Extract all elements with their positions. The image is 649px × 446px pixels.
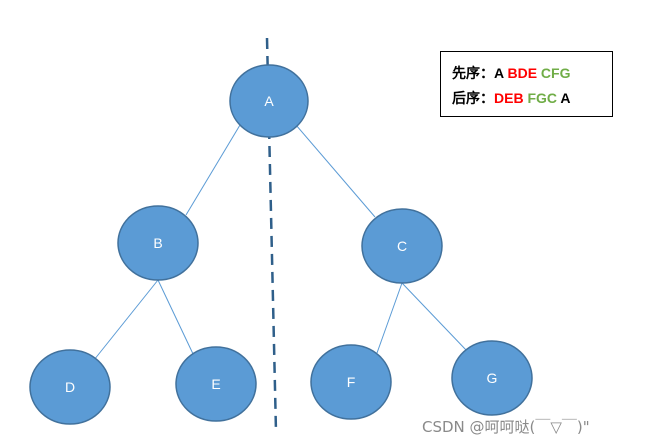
node-a-label: A bbox=[264, 93, 274, 109]
edge-c-f bbox=[376, 282, 403, 354]
node-a-circle bbox=[229, 64, 309, 138]
preorder-label: 先序： bbox=[452, 66, 494, 82]
preorder-row: 先序：A BDE CFG bbox=[452, 61, 612, 86]
postorder-row: 后序：DEB FGC A bbox=[452, 86, 612, 111]
watermark-text: CSDN @呵呵哒(￣▽￣)" bbox=[422, 418, 590, 436]
node-g-circle bbox=[451, 340, 533, 416]
node-c: C bbox=[361, 208, 443, 284]
node-d-label: D bbox=[65, 379, 75, 395]
preorder-part-2: CFG bbox=[537, 65, 571, 81]
postorder-sequence: DEB FGC A bbox=[494, 90, 571, 106]
tree-nodes: A B C D E F G bbox=[29, 64, 533, 425]
node-f: F bbox=[310, 344, 392, 420]
divider-dashed-line bbox=[265, 37, 278, 433]
node-c-label: C bbox=[397, 238, 407, 254]
node-g-label: G bbox=[487, 370, 498, 386]
edge-b-d bbox=[93, 279, 159, 361]
tree-edges bbox=[93, 124, 468, 361]
node-g: G bbox=[451, 340, 533, 416]
node-b: B bbox=[117, 205, 199, 281]
preorder-part-0: A bbox=[494, 65, 504, 81]
edge-c-g bbox=[401, 282, 468, 352]
postorder-part-1: FGC bbox=[523, 90, 558, 106]
edge-b-e bbox=[157, 279, 195, 357]
node-d-circle bbox=[29, 349, 111, 425]
postorder-part-2: A bbox=[557, 90, 571, 106]
traversal-legend: 先序：A BDE CFG 后序：DEB FGC A bbox=[440, 51, 613, 117]
node-d: D bbox=[29, 349, 111, 425]
node-e-circle bbox=[175, 346, 257, 422]
preorder-sequence: A BDE CFG bbox=[494, 65, 571, 81]
node-b-circle bbox=[117, 205, 199, 281]
postorder-part-0: DEB bbox=[494, 90, 524, 106]
node-b-label: B bbox=[153, 235, 162, 251]
postorder-label: 后序： bbox=[452, 91, 494, 107]
preorder-part-1: BDE bbox=[503, 65, 538, 81]
edge-a-b bbox=[185, 124, 241, 216]
node-a: A bbox=[229, 64, 309, 138]
node-f-circle bbox=[310, 344, 392, 420]
node-e-label: E bbox=[211, 376, 220, 392]
node-c-circle bbox=[361, 208, 443, 284]
node-e: E bbox=[175, 346, 257, 422]
node-f-label: F bbox=[347, 374, 356, 390]
edge-a-c bbox=[295, 124, 376, 218]
